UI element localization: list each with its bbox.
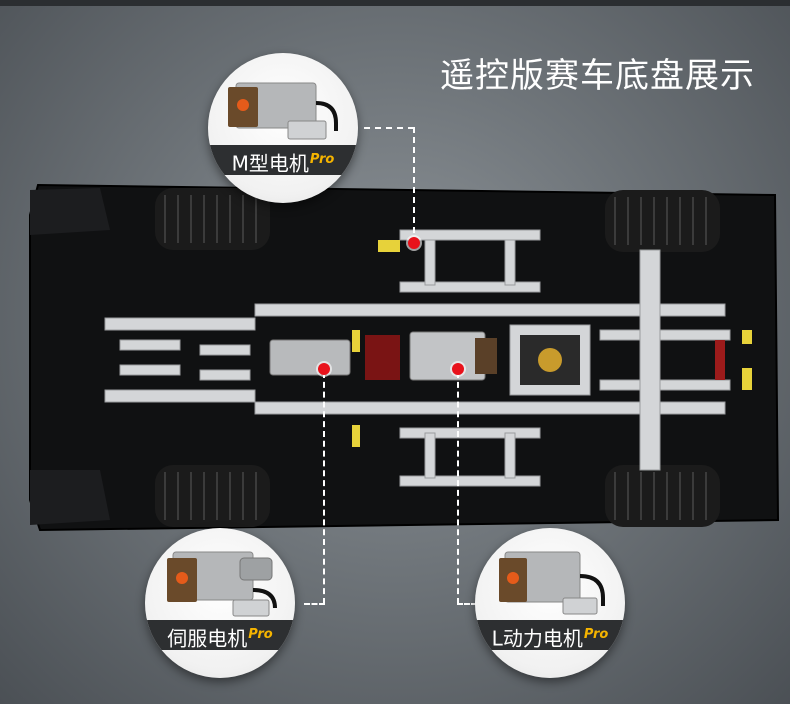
m-motor-image [228,82,338,140]
callout-m-motor-label: M型电机Pro [208,145,358,176]
pro-badge: Pro [309,152,335,167]
callout-l-motor: L动力电机Pro [475,528,625,678]
leader-line-m-motor-v [413,127,415,243]
l-motor-image [499,551,605,615]
leader-line-l-motor-v [457,372,459,604]
pro-badge: Pro [248,627,273,642]
wheel-front-left [155,188,270,250]
leader-line-servo-h [304,603,325,605]
leader-line-servo-v [323,372,325,604]
leader-line-m-motor-h [364,127,414,129]
marker-servo-motor [318,363,330,375]
leader-line-l-motor-h [457,603,477,605]
top-border [0,0,790,6]
page-title: 遥控版赛车底盘展示 [440,56,755,96]
callout-l-motor-label: L动力电机Pro [475,620,625,651]
callout-m-motor: M型电机Pro [208,53,358,203]
callout-servo-motor-label: 伺服电机Pro [145,620,295,651]
callout-servo-motor: 伺服电机Pro [145,528,295,678]
marker-l-motor [452,363,464,375]
marker-m-motor [408,237,420,249]
servo-motor-image [167,551,277,617]
pro-badge: Pro [583,627,609,642]
